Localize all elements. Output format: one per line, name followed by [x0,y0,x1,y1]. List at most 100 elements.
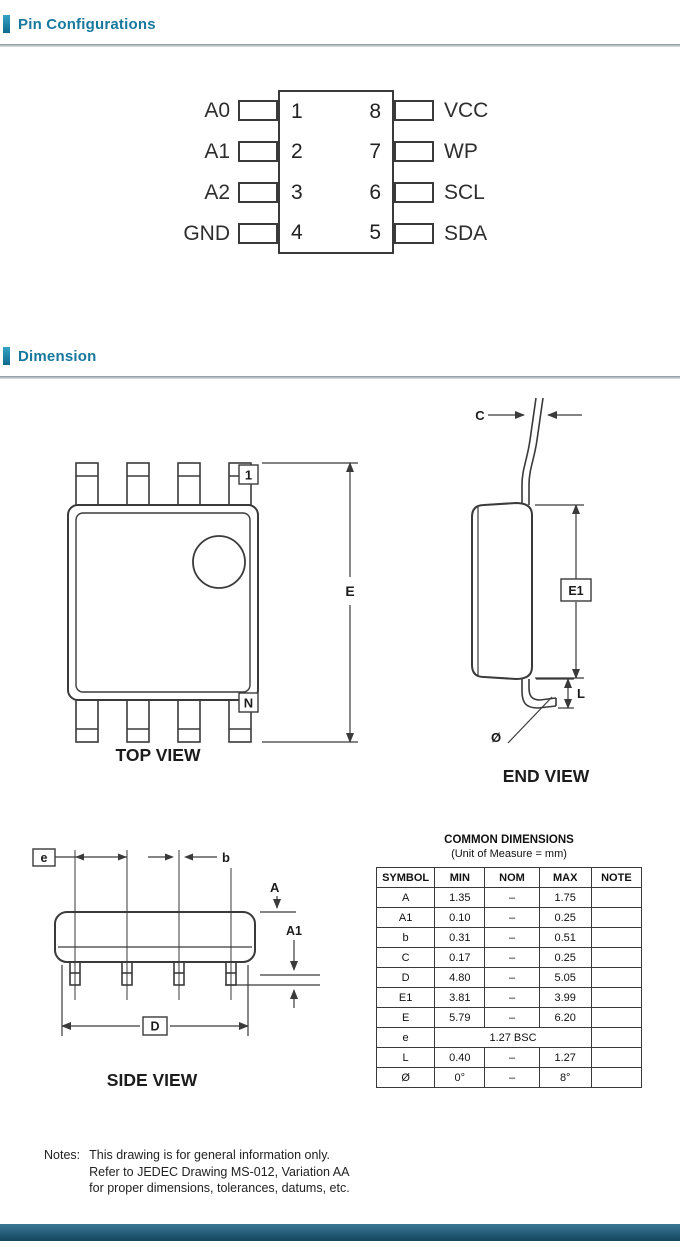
package-body-profile [471,501,533,681]
section-divider [0,376,680,379]
pin-number-2: 2 [291,139,303,163]
svg-text:1: 1 [245,468,252,483]
svg-text:C: C [475,408,485,423]
pin-label-a0: A0 [204,98,230,122]
dim-cell: 1.75 [538,887,592,908]
section-title-dimension: Dimension [18,347,97,365]
bottom-leads [75,699,252,743]
dim-cell: 8° [538,1067,592,1088]
dim-E1-label: E1 [568,584,583,598]
dim-cell: 0.10 [434,907,486,928]
pin-label-gnd: GND [183,221,230,245]
dim-cell: 0.25 [538,907,592,928]
pin-number-3: 3 [291,180,303,204]
dim-cell: 6.20 [538,1007,592,1028]
dim-cell: 0.51 [538,927,592,948]
dim-row-E: E 5.79 – 6.20 [375,1007,643,1028]
pin-number-1: 1 [291,99,303,123]
dimensions-table-subtitle: (Unit of Measure = mm) [451,848,567,860]
pin-number-6: 6 [369,180,381,204]
dim-cell [590,1067,643,1088]
notes-label: Notes: [44,1148,81,1162]
dim-cell: 1.35 [434,887,486,908]
side-view-drawing: e b A A1 [32,848,320,1090]
dim-row-b: b 0.31 – 0.51 [375,927,643,948]
dim-cell: 3.81 [434,987,486,1008]
package-body-outline [67,504,259,701]
lower-lead [521,679,557,709]
section-accent-bar [3,15,10,33]
pin-lead-left-3 [238,182,278,203]
dim-row-A: A 1.35 – 1.75 [375,887,643,908]
dim-cell [590,907,643,928]
section-header-pin-configurations: Pin Configurations [3,15,156,33]
notes-line-3: for proper dimensions, tolerances, datum… [89,1181,350,1195]
dimensions-table: SYMBOL MIN NOM MAX NOTE A 1.35 – 1.75 A1 [375,867,643,1088]
dim-b: b [148,850,230,865]
dim-cell: 5.79 [434,1007,486,1028]
dim-cell [590,1027,643,1048]
footer-bar [0,1224,680,1241]
pin-n-marker: N [238,692,259,713]
section-accent-bar [3,347,10,365]
notes-line-2: Refer to JEDEC Drawing MS-012, Variation… [89,1164,350,1179]
top-view-caption: TOP VIEW [116,745,201,765]
dim-cell [590,927,643,948]
dim-col-min: MIN [434,867,486,888]
dim-cell: 0.31 [434,927,486,948]
pin-number-8: 8 [369,99,381,123]
dim-angle-label: Ø [491,730,501,745]
side-leads [69,961,237,986]
top-view-drawing: 1 N E TOP VIEW [67,462,358,765]
dim-cell [590,987,643,1008]
notes: Notes: This drawing is for general infor… [44,1147,350,1197]
package-body-inner [75,512,251,693]
dim-cell: A [375,887,436,908]
pin1-marker: 1 [238,464,259,485]
dim-A-extension-lines [225,911,320,986]
dim-cell [590,1047,643,1068]
dim-L-label: L [577,686,585,701]
dim-cell: – [484,927,540,948]
dim-cell: – [484,947,540,968]
notes-text: This drawing is for general information … [89,1147,350,1197]
dim-cell: E1 [375,987,436,1008]
dim-cell: – [484,987,540,1008]
pin-lead-left-1 [238,100,278,121]
dimensions-table-header-row: SYMBOL MIN NOM MAX NOTE [375,867,643,888]
dim-col-nom: NOM [484,867,540,888]
dim-cell: A1 [375,907,436,928]
pin-row-2-7: A1 2 7 WP [158,131,514,172]
dim-cell [590,887,643,908]
dim-E1 [535,504,592,679]
end-view-caption: END VIEW [503,766,590,786]
pin1-indicator-circle [192,535,246,589]
svg-text:e: e [41,851,48,865]
dim-row-E1: E1 3.81 – 3.99 [375,987,643,1008]
dim-cell: D [375,967,436,988]
pin-label-wp: WP [444,139,478,163]
dim-cell: – [484,1007,540,1028]
dim-cell: e [375,1027,436,1048]
end-view-drawing: C L Ø E1 END VIEW [471,397,592,786]
upper-lead [521,397,544,505]
pin-number-5: 5 [369,220,381,244]
pin-label-scl: SCL [444,180,485,204]
dim-cell: 3.99 [538,987,592,1008]
common-dimensions: COMMON DIMENSIONS (Unit of Measure = mm)… [375,834,643,1088]
pin-lead-left-4 [238,223,278,244]
pin-row-4-5: GND 4 5 SDA [158,213,514,254]
dim-cell: 0° [434,1067,486,1088]
side-view-caption: SIDE VIEW [107,1070,198,1090]
dim-cell: L [375,1047,436,1068]
pin-label-a1: A1 [204,139,230,163]
dim-e: e [32,848,127,867]
pin-number-4: 4 [291,220,303,244]
dim-L [536,678,574,709]
pin-label-sda: SDA [444,221,488,245]
dim-cell [590,1007,643,1028]
pin-label-a2: A2 [204,180,230,204]
dim-cell-bsc: 1.27 BSC [434,1027,592,1048]
dim-cell [590,967,643,988]
pin-lead-right-6 [394,182,434,203]
